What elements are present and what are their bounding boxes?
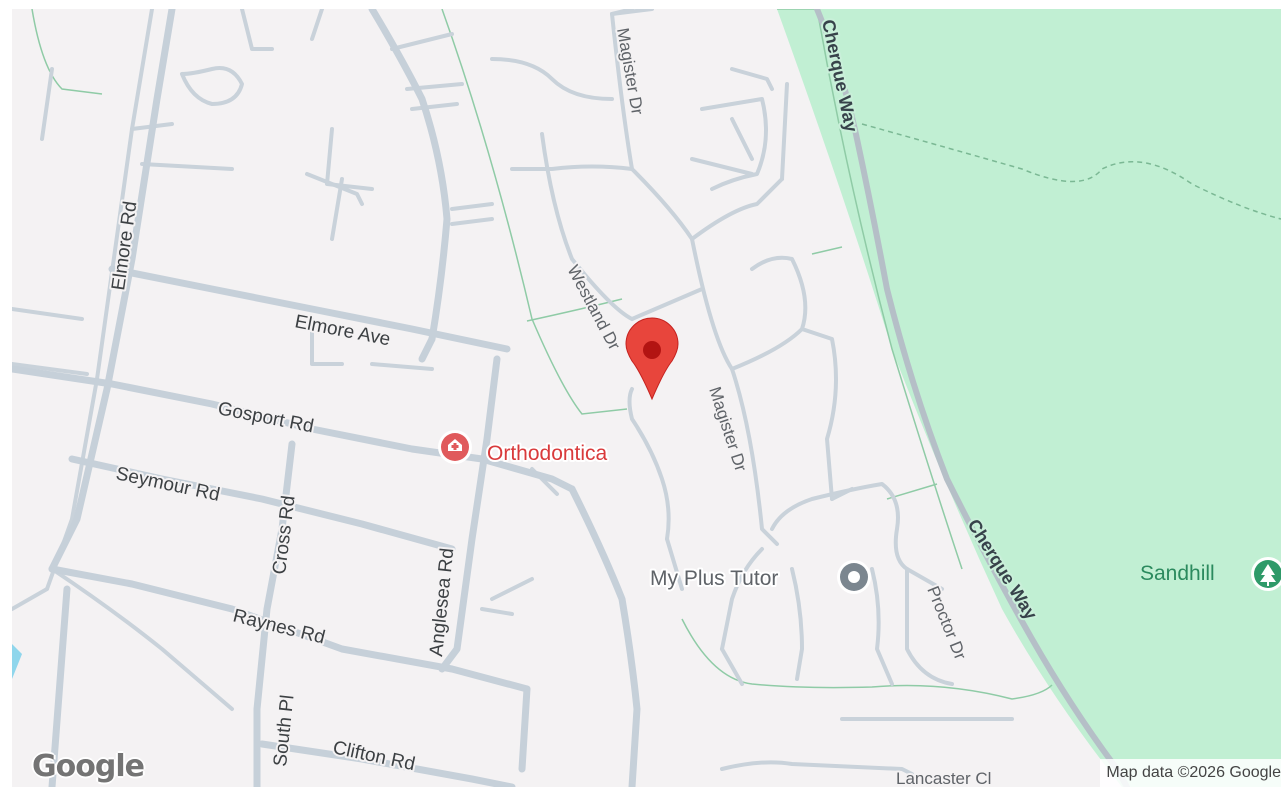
- poi-orthodontica[interactable]: Orthodontica: [438, 430, 610, 467]
- road-label-anglesea-rd: Anglesea Rd: [426, 547, 458, 657]
- map-pin-icon[interactable]: [625, 317, 679, 401]
- main-roads: [12, 9, 641, 787]
- boundary-lines: [31, 9, 1053, 700]
- road-label-raynes-rd: Raynes Rd: [231, 605, 327, 648]
- road-label-clifton-rd: Clifton Rd: [331, 737, 417, 775]
- poi-label-orthodontica: Orthodontica: [487, 442, 608, 465]
- road-label-south-pl: South Pl: [270, 694, 298, 768]
- road-label-cross-rd: Cross Rd: [269, 494, 299, 575]
- road-label-magister-dr-mid: Magister Dr: [705, 384, 750, 474]
- generic-poi-icon: [837, 560, 871, 594]
- google-logo: Google: [32, 749, 145, 784]
- tree-icon: [1251, 557, 1281, 591]
- poi-label-sandhill: Sandhill: [1140, 562, 1215, 585]
- poi-my-plus-tutor[interactable]: My Plus Tutor: [648, 560, 871, 594]
- road-label-lancaster-cl: Lancaster Cl: [896, 769, 991, 787]
- map-attribution[interactable]: Map data ©2026 Google: [1100, 759, 1281, 787]
- medical-icon: [438, 430, 472, 464]
- park-area: [777, 9, 1281, 787]
- water-area: [12, 644, 22, 679]
- poi-sandhill[interactable]: Sandhill: [1138, 557, 1281, 591]
- road-label-gosport-rd: Gosport Rd: [216, 398, 315, 437]
- road-label-seymour-rd: Seymour Rd: [114, 463, 222, 505]
- map-canvas[interactable]: Elmore Rd Elmore Ave Gosport Rd Seymour …: [12, 9, 1281, 787]
- road-label-proctor-dr: Proctor Dr: [923, 583, 970, 662]
- poi-label-my-plus-tutor: My Plus Tutor: [650, 567, 778, 590]
- cherque-way-road: [814, 9, 1130, 787]
- minor-roads: [12, 9, 1014, 776]
- park-path: [861, 123, 1281, 220]
